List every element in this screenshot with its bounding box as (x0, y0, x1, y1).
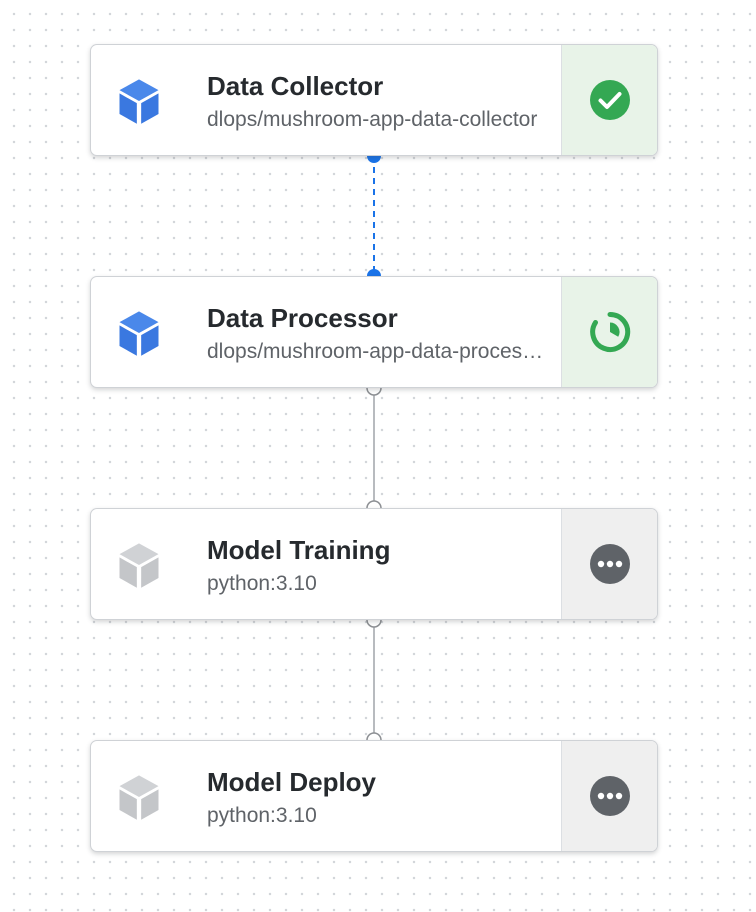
node-title: Model Training (207, 535, 391, 565)
node-subtitle: dlops/mushroom-app-data-processor (207, 340, 547, 363)
cube-icon (119, 775, 159, 820)
more-horiz-icon (589, 776, 630, 816)
progress-circle-icon (589, 311, 630, 352)
node-title: Model Deploy (207, 767, 377, 797)
pipeline-node-model-deploy[interactable]: Model Deploy python:3.10 (90, 740, 658, 852)
node-subtitle: dlops/mushroom-app-data-collector (207, 108, 538, 131)
cube-icon (119, 311, 159, 356)
node-title: Data Processor (207, 303, 398, 333)
pipeline-node-model-training[interactable]: Model Training python:3.10 (90, 508, 658, 620)
more-horiz-icon (589, 544, 630, 584)
node-subtitle: python:3.10 (207, 572, 317, 595)
cube-icon (119, 79, 159, 124)
pipeline-node-data-processor[interactable]: Data Processor dlops/mushroom-app-data-p… (90, 276, 658, 388)
check-circle-icon (589, 80, 630, 120)
status-badge (561, 509, 657, 619)
node-subtitle: python:3.10 (207, 804, 317, 827)
pipeline-node-data-collector[interactable]: Data Collector dlops/mushroom-app-data-c… (90, 44, 658, 156)
status-badge (561, 45, 657, 155)
cube-icon (119, 543, 159, 588)
status-badge (561, 741, 657, 851)
node-title: Data Collector (207, 71, 384, 101)
status-badge (561, 277, 657, 387)
